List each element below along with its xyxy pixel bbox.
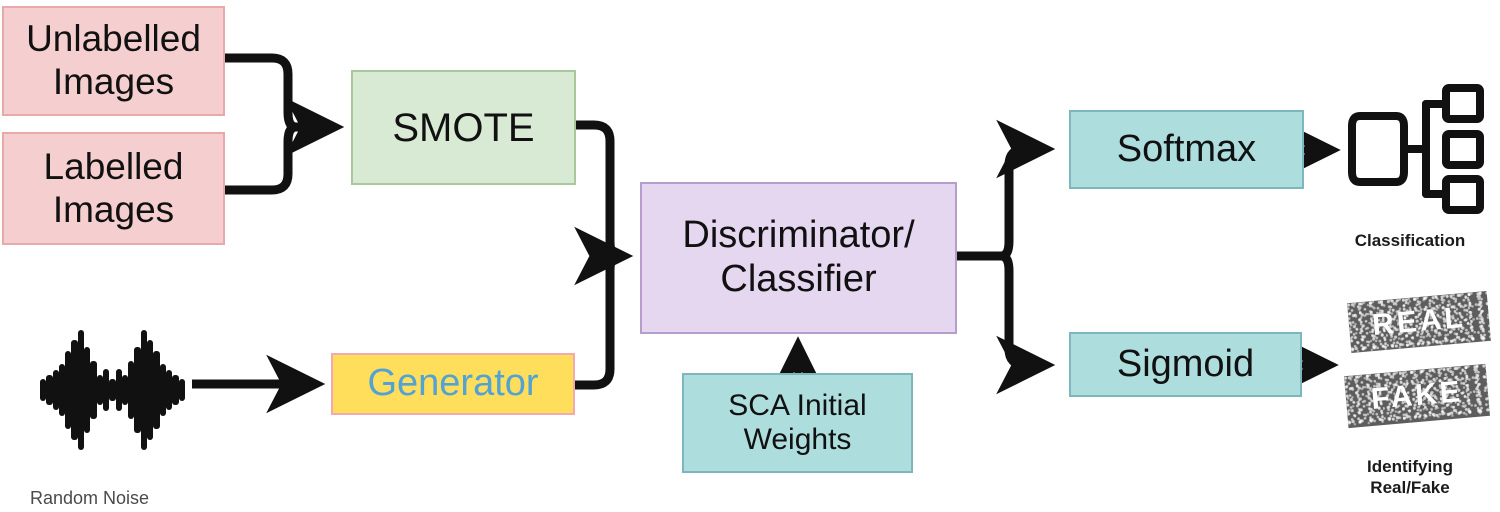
edge-labelled-to-smote	[225, 122, 297, 195]
node-sca-line1: SCA Initial	[728, 388, 867, 422]
waveform-bar	[102, 369, 110, 411]
node-labelled-images-line2: Images	[52, 188, 175, 230]
node-sca-initial-weights[interactable]: SCA Initial Weights	[682, 373, 913, 473]
waveform-bar	[40, 379, 47, 401]
waveform-bar	[77, 330, 85, 450]
node-unlabelled-images[interactable]: Unlabelled Images	[2, 6, 225, 116]
waveform-bar	[109, 379, 116, 401]
stamp-fake: FAKE	[1344, 363, 1490, 429]
node-labelled-images-line1: Labelled	[43, 145, 184, 187]
waveform-bar	[165, 370, 173, 410]
node-sca-line2: Weights	[743, 423, 852, 456]
classification-tree-icon	[1348, 84, 1484, 214]
node-smote[interactable]: SMOTE	[351, 70, 576, 185]
waveform-bar	[134, 347, 141, 433]
waveform-bar	[58, 364, 66, 416]
waveform-bar	[140, 330, 148, 450]
edge-discriminator-to-sigmoid	[996, 251, 1056, 395]
node-discriminator-line1: Discriminator/	[682, 214, 915, 257]
node-discriminator-line2: Classifier	[720, 258, 877, 300]
node-softmax-label: Softmax	[1116, 127, 1257, 170]
waveform-bar	[65, 351, 72, 429]
node-discriminator-classifier[interactable]: Discriminator/ Classifier	[640, 182, 957, 334]
node-labelled-images[interactable]: Labelled Images	[2, 132, 225, 245]
waveform-bar	[52, 370, 59, 410]
edge-discriminator-to-softmax	[996, 119, 1056, 261]
waveform-bar	[46, 375, 53, 405]
identifying-real-fake-caption: Identifying Real/Fake	[1320, 456, 1500, 499]
waveform-bar	[84, 347, 91, 433]
waveform-bar	[115, 369, 122, 411]
waveform-bar	[71, 340, 78, 440]
node-softmax[interactable]: Softmax	[1069, 110, 1304, 189]
waveform-bar	[159, 364, 166, 416]
node-unlabelled-images-line1: Unlabelled	[26, 18, 201, 60]
classification-caption: Classification	[1354, 231, 1466, 250]
identifying-real-fake-line2: Real/Fake	[1370, 478, 1450, 498]
random-noise-caption: Random Noise	[30, 488, 150, 508]
random-noise-waveform-icon	[40, 330, 185, 450]
edge-smote-to-discriminator	[576, 120, 619, 261]
waveform-bar	[128, 361, 135, 419]
edge-unlabelled-to-smote	[225, 53, 297, 132]
waveform-bar	[172, 375, 179, 405]
waveform-bar	[178, 379, 185, 401]
node-unlabelled-images-line2: Images	[52, 61, 175, 102]
node-sigmoid-label: Sigmoid	[1116, 342, 1255, 385]
stamp-real-text: REAL	[1370, 300, 1468, 343]
edge-generator-to-discriminator	[575, 251, 619, 390]
waveform-bar	[96, 375, 103, 405]
identifying-real-fake-line1: Identifying	[1367, 457, 1453, 476]
waveform-bar	[90, 361, 97, 419]
stamp-real: REAL	[1347, 290, 1491, 354]
waveform-bar	[147, 340, 154, 440]
waveform-bar	[153, 351, 160, 429]
node-generator[interactable]: Generator	[331, 353, 575, 415]
waveform-bar	[121, 375, 129, 405]
node-generator-label: Generator	[367, 362, 539, 405]
node-smote-label: SMOTE	[392, 105, 535, 150]
node-sigmoid[interactable]: Sigmoid	[1069, 332, 1302, 397]
stamp-fake-text: FAKE	[1369, 375, 1465, 416]
